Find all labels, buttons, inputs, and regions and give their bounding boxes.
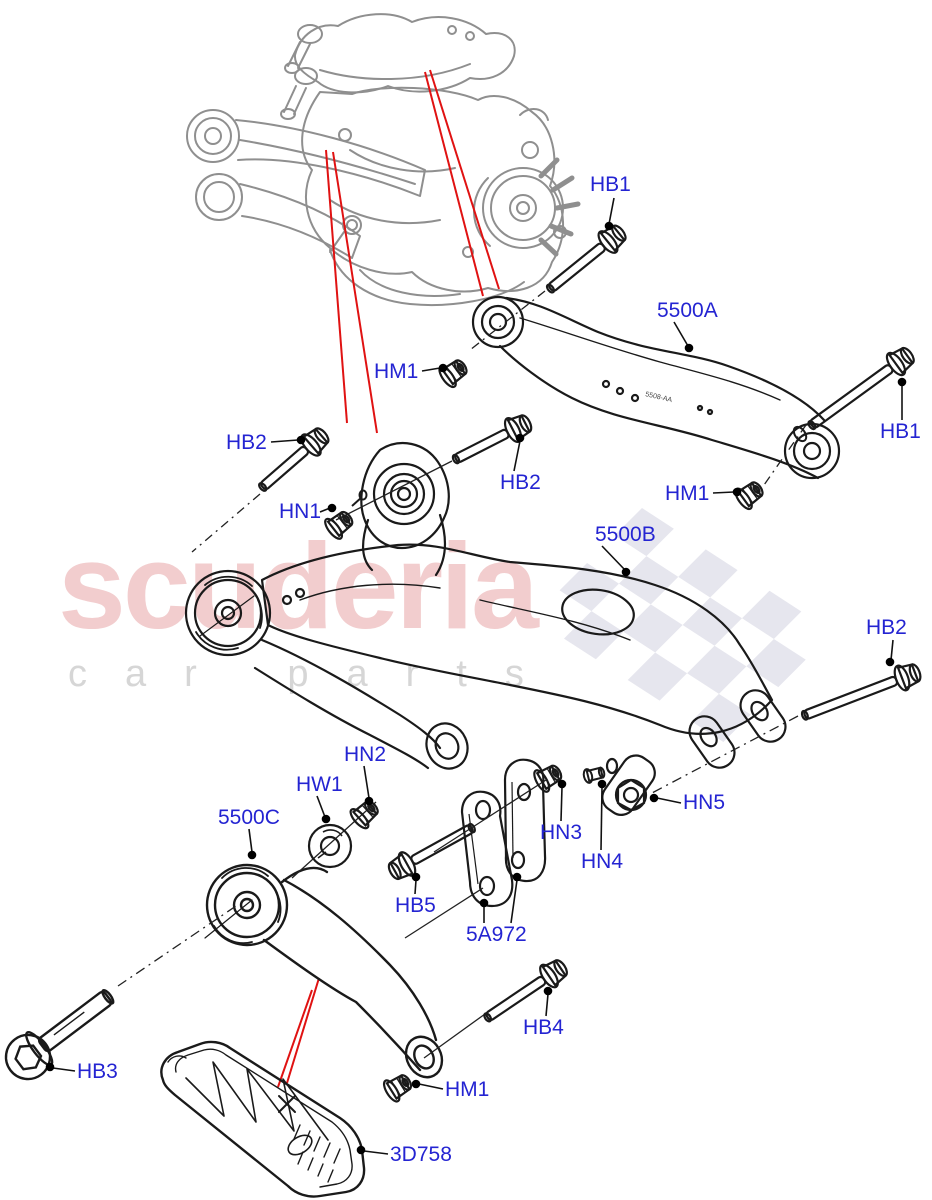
- callout-5500c: 5500C: [218, 806, 280, 829]
- part-5500B-lower-arm: [184, 442, 787, 770]
- nut-hn5-assembly: [601, 754, 656, 816]
- callout-hm1-bottom: HM1: [445, 1078, 490, 1101]
- callout-3d758: 3D758: [390, 1143, 452, 1166]
- checkered-flag: [559, 508, 806, 743]
- part-3D758-skid-plate: [160, 1040, 366, 1198]
- pin-hn4: [582, 766, 606, 784]
- part-5500C-toe-link: [204, 863, 444, 1079]
- callout-hb2-left: HB2: [226, 431, 267, 454]
- fasteners: [4, 219, 926, 1105]
- stud-hn1: [351, 489, 368, 507]
- part-5A972-link-plates: [460, 758, 547, 908]
- callout-5500a: 5500A: [657, 299, 718, 322]
- callout-hb2-right: HB2: [866, 616, 907, 639]
- callout-5a972: 5A972: [466, 923, 527, 946]
- nut-hm1-bottom: [379, 1068, 417, 1105]
- callout-hb4: HB4: [523, 1016, 564, 1039]
- callout-hb3: HB3: [77, 1060, 118, 1083]
- collar-hb1-right: [792, 425, 808, 443]
- bolt-hb3: [4, 988, 115, 1081]
- callout-hb1-top: HB1: [590, 173, 631, 196]
- nut-hm1-upper: [435, 353, 473, 391]
- bolt-hb2-right: [796, 658, 926, 730]
- callout-5500b: 5500B: [595, 523, 656, 546]
- overview-assembly-sketch: [186, 13, 581, 307]
- callout-hn4: HN4: [581, 850, 624, 873]
- callout-hn3: HN3: [540, 821, 583, 844]
- callout-hb2-mid: HB2: [500, 471, 541, 494]
- callout-hm1-upper: HM1: [374, 360, 419, 383]
- callout-hn5: HN5: [683, 791, 726, 814]
- part-5500A-upper-arm: [471, 295, 841, 480]
- callout-hw1: HW1: [296, 773, 343, 796]
- callout-leader-lines: [52, 197, 903, 1155]
- washer-hw1: [307, 823, 353, 869]
- callout-dots: [45, 221, 907, 1155]
- callout-hb1-right: HB1: [880, 420, 921, 443]
- red-pointer-lines: [277, 69, 500, 1088]
- watermark-brand-text: scuderia: [58, 518, 540, 654]
- callout-hn2: HN2: [344, 743, 387, 766]
- watermark: scuderia car parts: [58, 508, 806, 743]
- watermark-tagline-text: car parts: [68, 653, 562, 695]
- callout-hm1-right: HM1: [665, 482, 710, 505]
- callout-hb5: HB5: [395, 894, 436, 917]
- arm-part-marking: 5508-AA: [645, 391, 673, 404]
- callout-hn1: HN1: [279, 500, 322, 523]
